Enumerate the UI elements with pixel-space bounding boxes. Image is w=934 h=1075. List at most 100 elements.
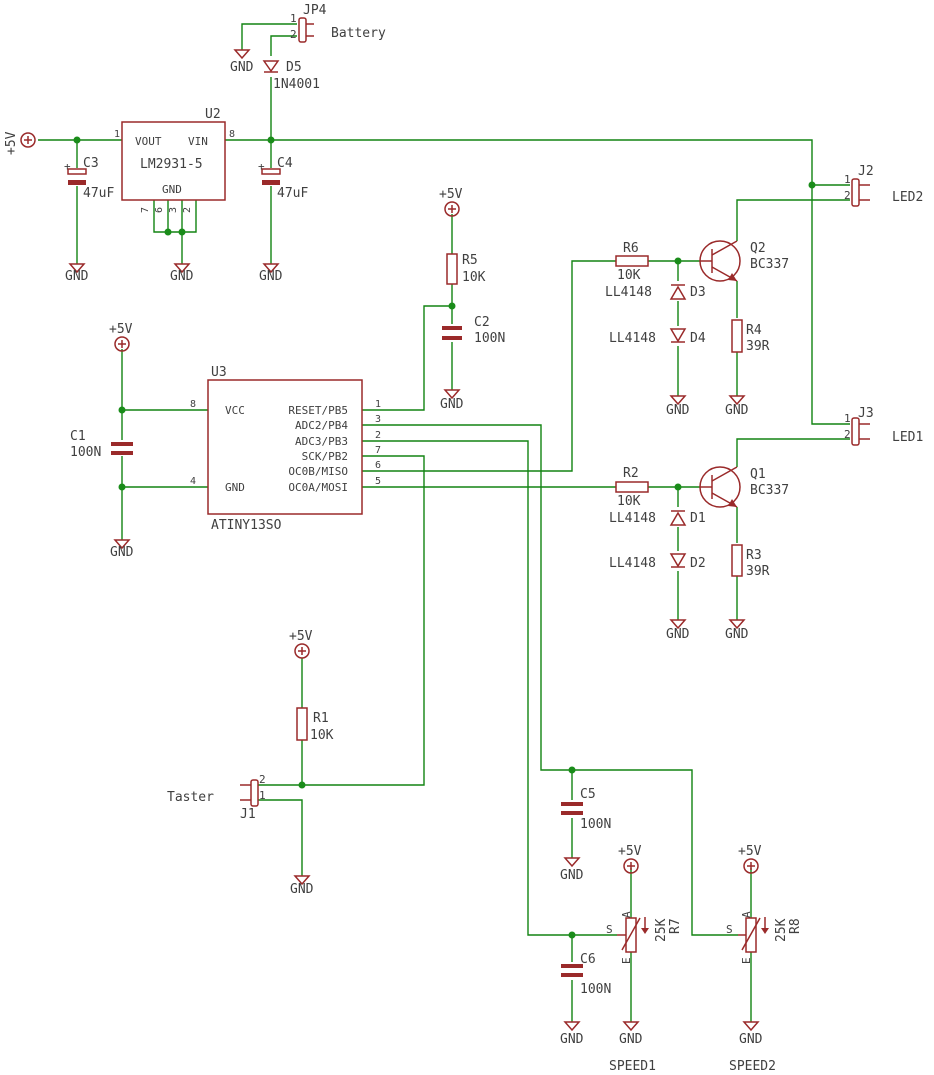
c3-capacitor: + C3 47uF — [64, 156, 114, 201]
svg-text:S: S — [606, 923, 613, 936]
svg-text:LM2931-5: LM2931-5 — [140, 157, 203, 172]
svg-text:OC0A/MOSI: OC0A/MOSI — [288, 481, 348, 494]
svg-text:VIN: VIN — [188, 135, 208, 148]
svg-text:3: 3 — [168, 207, 179, 213]
svg-text:LED1: LED1 — [892, 430, 923, 445]
svg-text:C2: C2 — [474, 315, 490, 330]
svg-text:2: 2 — [844, 428, 851, 441]
svg-text:GND: GND — [619, 1032, 643, 1047]
svg-text:4: 4 — [190, 476, 196, 487]
r4-resistor: R4 39R — [731, 319, 770, 354]
d3-diode: LL4148 D3 — [605, 284, 706, 300]
svg-text:GND: GND — [725, 403, 749, 418]
svg-text:R2: R2 — [623, 466, 639, 481]
q2-transistor: Q2 BC337 — [699, 240, 789, 282]
d1-diode: LL4148 D1 — [609, 510, 706, 526]
svg-text:R3: R3 — [746, 548, 762, 563]
svg-text:1: 1 — [259, 789, 266, 802]
svg-text:GND: GND — [666, 627, 690, 642]
svg-text:100N: 100N — [70, 445, 101, 460]
svg-text:GND: GND — [560, 1032, 584, 1047]
c4-capacitor: + C4 47uF — [258, 156, 308, 201]
svg-text:GND: GND — [725, 627, 749, 642]
svg-text:D1: D1 — [690, 511, 706, 526]
svg-text:GND: GND — [666, 403, 690, 418]
svg-text:2: 2 — [375, 430, 381, 441]
svg-text:GND: GND — [162, 183, 182, 196]
d4-diode: LL4148 D4 — [609, 328, 706, 346]
gnd-symbol-u2: GND — [170, 263, 194, 284]
svg-text:7: 7 — [140, 207, 151, 213]
svg-text:100N: 100N — [580, 817, 611, 832]
svg-text:U3: U3 — [211, 365, 227, 380]
gnd-symbol-c6: GND — [560, 1021, 584, 1047]
junctions — [73, 136, 816, 939]
svg-text:1: 1 — [844, 173, 851, 186]
svg-text:R8: R8 — [788, 918, 803, 934]
r7-potentiometer: S A E 25K R7 SPEED1 — [606, 911, 683, 1074]
svg-text:SPEED2: SPEED2 — [729, 1059, 776, 1074]
svg-text:GND: GND — [739, 1032, 763, 1047]
svg-text:GND: GND — [560, 868, 584, 883]
r2-resistor: R2 10K — [615, 466, 649, 509]
svg-text:BC337: BC337 — [750, 257, 789, 272]
svg-text:ADC3/PB3: ADC3/PB3 — [295, 435, 348, 448]
j2-led2-connector: 1 2 J2 LED2 — [844, 164, 923, 207]
svg-text:2: 2 — [844, 189, 851, 202]
svg-text:C3: C3 — [83, 156, 99, 171]
svg-text:C6: C6 — [580, 952, 596, 967]
svg-text:GND: GND — [65, 269, 89, 284]
j1-taster-connector: 2 1 Taster J1 — [167, 773, 266, 822]
svg-text:8: 8 — [229, 129, 235, 140]
c1-capacitor: C1 100N — [70, 429, 133, 460]
r5-resistor: R5 10K — [446, 253, 486, 285]
vcc-symbol-input: +5V — [4, 131, 36, 155]
vcc-symbols: +5V +5V +5V +5V +5V +5V — [4, 131, 762, 874]
c5-capacitor: C5 100N — [561, 787, 611, 832]
svg-text:10K: 10K — [617, 494, 641, 509]
svg-text:25K: 25K — [654, 918, 669, 942]
svg-text:1: 1 — [844, 412, 851, 425]
r8-potentiometer: S A E 25K R8 SPEED2 — [726, 911, 803, 1074]
svg-text:ATINY13SO: ATINY13SO — [211, 518, 282, 533]
gnd-symbol-r4: GND — [725, 395, 749, 418]
svg-text:+5V: +5V — [109, 322, 133, 337]
svg-text:S: S — [726, 923, 733, 936]
svg-text:LL4148: LL4148 — [609, 331, 656, 346]
gnd-symbol-j1: GND — [290, 875, 314, 897]
svg-text:C4: C4 — [277, 156, 293, 171]
svg-text:10K: 10K — [310, 728, 334, 743]
svg-text:39R: 39R — [746, 564, 770, 579]
svg-text:100N: 100N — [474, 331, 505, 346]
jp4-battery-connector: 1 2 JP4 Battery — [290, 3, 386, 43]
svg-text:GND: GND — [290, 882, 314, 897]
svg-text:C5: C5 — [580, 787, 596, 802]
svg-text:GND: GND — [440, 397, 464, 412]
svg-text:VCC: VCC — [225, 404, 245, 417]
svg-text:J1: J1 — [240, 807, 256, 822]
svg-text:GND: GND — [170, 269, 194, 284]
svg-text:+: + — [258, 160, 265, 173]
svg-text:Q2: Q2 — [750, 241, 766, 256]
gnd-symbol-r3: GND — [725, 619, 749, 642]
svg-text:LL4148: LL4148 — [609, 511, 656, 526]
svg-text:10K: 10K — [617, 268, 641, 283]
svg-text:OC0B/MISO: OC0B/MISO — [288, 465, 348, 478]
gnd-symbol-jp4: GND — [230, 49, 254, 75]
svg-text:VOUT: VOUT — [135, 135, 162, 148]
svg-text:D4: D4 — [690, 331, 706, 346]
svg-text:R7: R7 — [668, 918, 683, 934]
svg-text:3: 3 — [375, 414, 381, 425]
gnd-symbol-c4: GND — [259, 263, 283, 284]
svg-text:+5V: +5V — [439, 187, 463, 202]
vcc-symbol-r1: +5V — [289, 629, 313, 659]
gnd-symbol-d2: GND — [666, 619, 690, 642]
svg-text:A: A — [740, 911, 753, 918]
svg-text:1: 1 — [290, 12, 297, 25]
svg-text:2: 2 — [182, 207, 193, 213]
svg-text:SCK/PB2: SCK/PB2 — [302, 450, 348, 463]
svg-text:SPEED1: SPEED1 — [609, 1059, 656, 1074]
svg-text:6: 6 — [375, 460, 381, 471]
d2-diode: LL4148 D2 — [609, 553, 706, 571]
svg-text:A: A — [620, 911, 633, 918]
